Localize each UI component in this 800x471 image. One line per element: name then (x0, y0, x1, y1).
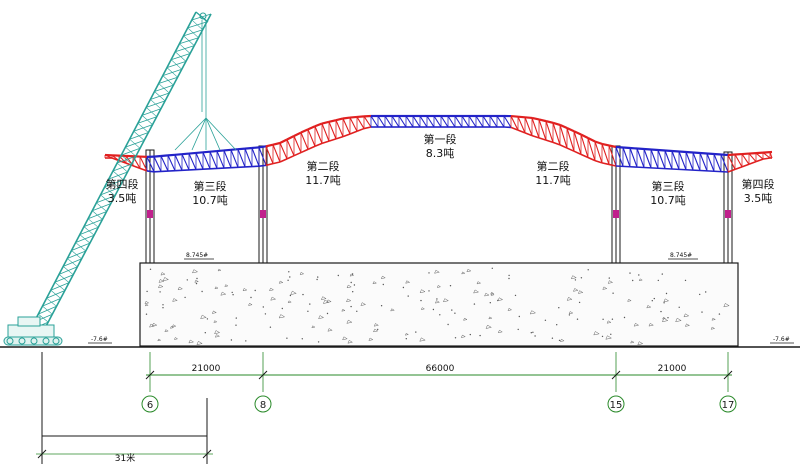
seg4-right-name: 第四段 (742, 177, 775, 191)
axis-bubbles: 6 8 15 17 (141, 395, 737, 413)
seg3-left-name: 第三段 (194, 179, 227, 193)
seg2-left-name: 第二段 (307, 159, 340, 173)
seg4-right-weight: 3.5吨 (744, 192, 773, 205)
roof-truss (104, 114, 773, 173)
dim-6-8: 21000 (192, 364, 221, 374)
dim-15-17: 21000 (658, 364, 687, 374)
seg3-right-weight: 10.7吨 (650, 194, 686, 207)
seg2-right-weight: 11.7吨 (535, 174, 571, 187)
concrete-texture (144, 267, 730, 346)
elevation-left-ground: -7.6# (91, 336, 108, 343)
segment-labels: 第一段 8.3吨 第二段 11.7吨 第二段 11.7吨 第三段 10.7吨 第… (106, 132, 775, 207)
axis-lines (149, 352, 729, 392)
seg2-right-name: 第二段 (537, 159, 570, 173)
seg3-right-name: 第三段 (652, 179, 685, 193)
axis-bubble-15 (607, 395, 625, 413)
axis-label-8: 8 (260, 400, 266, 411)
axis-bubble-6 (141, 395, 159, 413)
axis-label-6: 6 (147, 400, 153, 411)
crane-boom (29, 11, 212, 331)
elevation-left-top: 8.745# (186, 252, 208, 259)
axis-label-15: 15 (610, 400, 623, 411)
crane-body (3, 316, 63, 346)
seg1-name: 第一段 (424, 132, 457, 146)
seg4-left-weight: 3.5吨 (108, 192, 137, 205)
concrete-foundation (139, 262, 739, 347)
dim-8-15: 66000 (426, 364, 455, 374)
elevation-right-ground: -7.6# (773, 336, 790, 343)
crawler-crane (3, 11, 237, 346)
axis-bubble-8 (254, 395, 272, 413)
crane-radius-label: 31米 (115, 452, 135, 464)
dimension-line: 21000 66000 21000 (145, 364, 733, 380)
crane-hoist-lines (174, 20, 237, 151)
seg3-left-weight: 10.7吨 (192, 194, 228, 207)
seg2-left-weight: 11.7吨 (305, 174, 341, 187)
axis-label-17: 17 (722, 400, 735, 411)
seg1-weight: 8.3吨 (426, 147, 455, 160)
axis-bubble-17 (719, 395, 737, 413)
elevation-right-top: 8.745# (670, 252, 692, 259)
crane-radius-dimension (36, 352, 213, 464)
seg4-left-name: 第四段 (106, 177, 139, 191)
elevation-marks: 8.745# 8.745# -7.6# -7.6# (88, 252, 794, 344)
